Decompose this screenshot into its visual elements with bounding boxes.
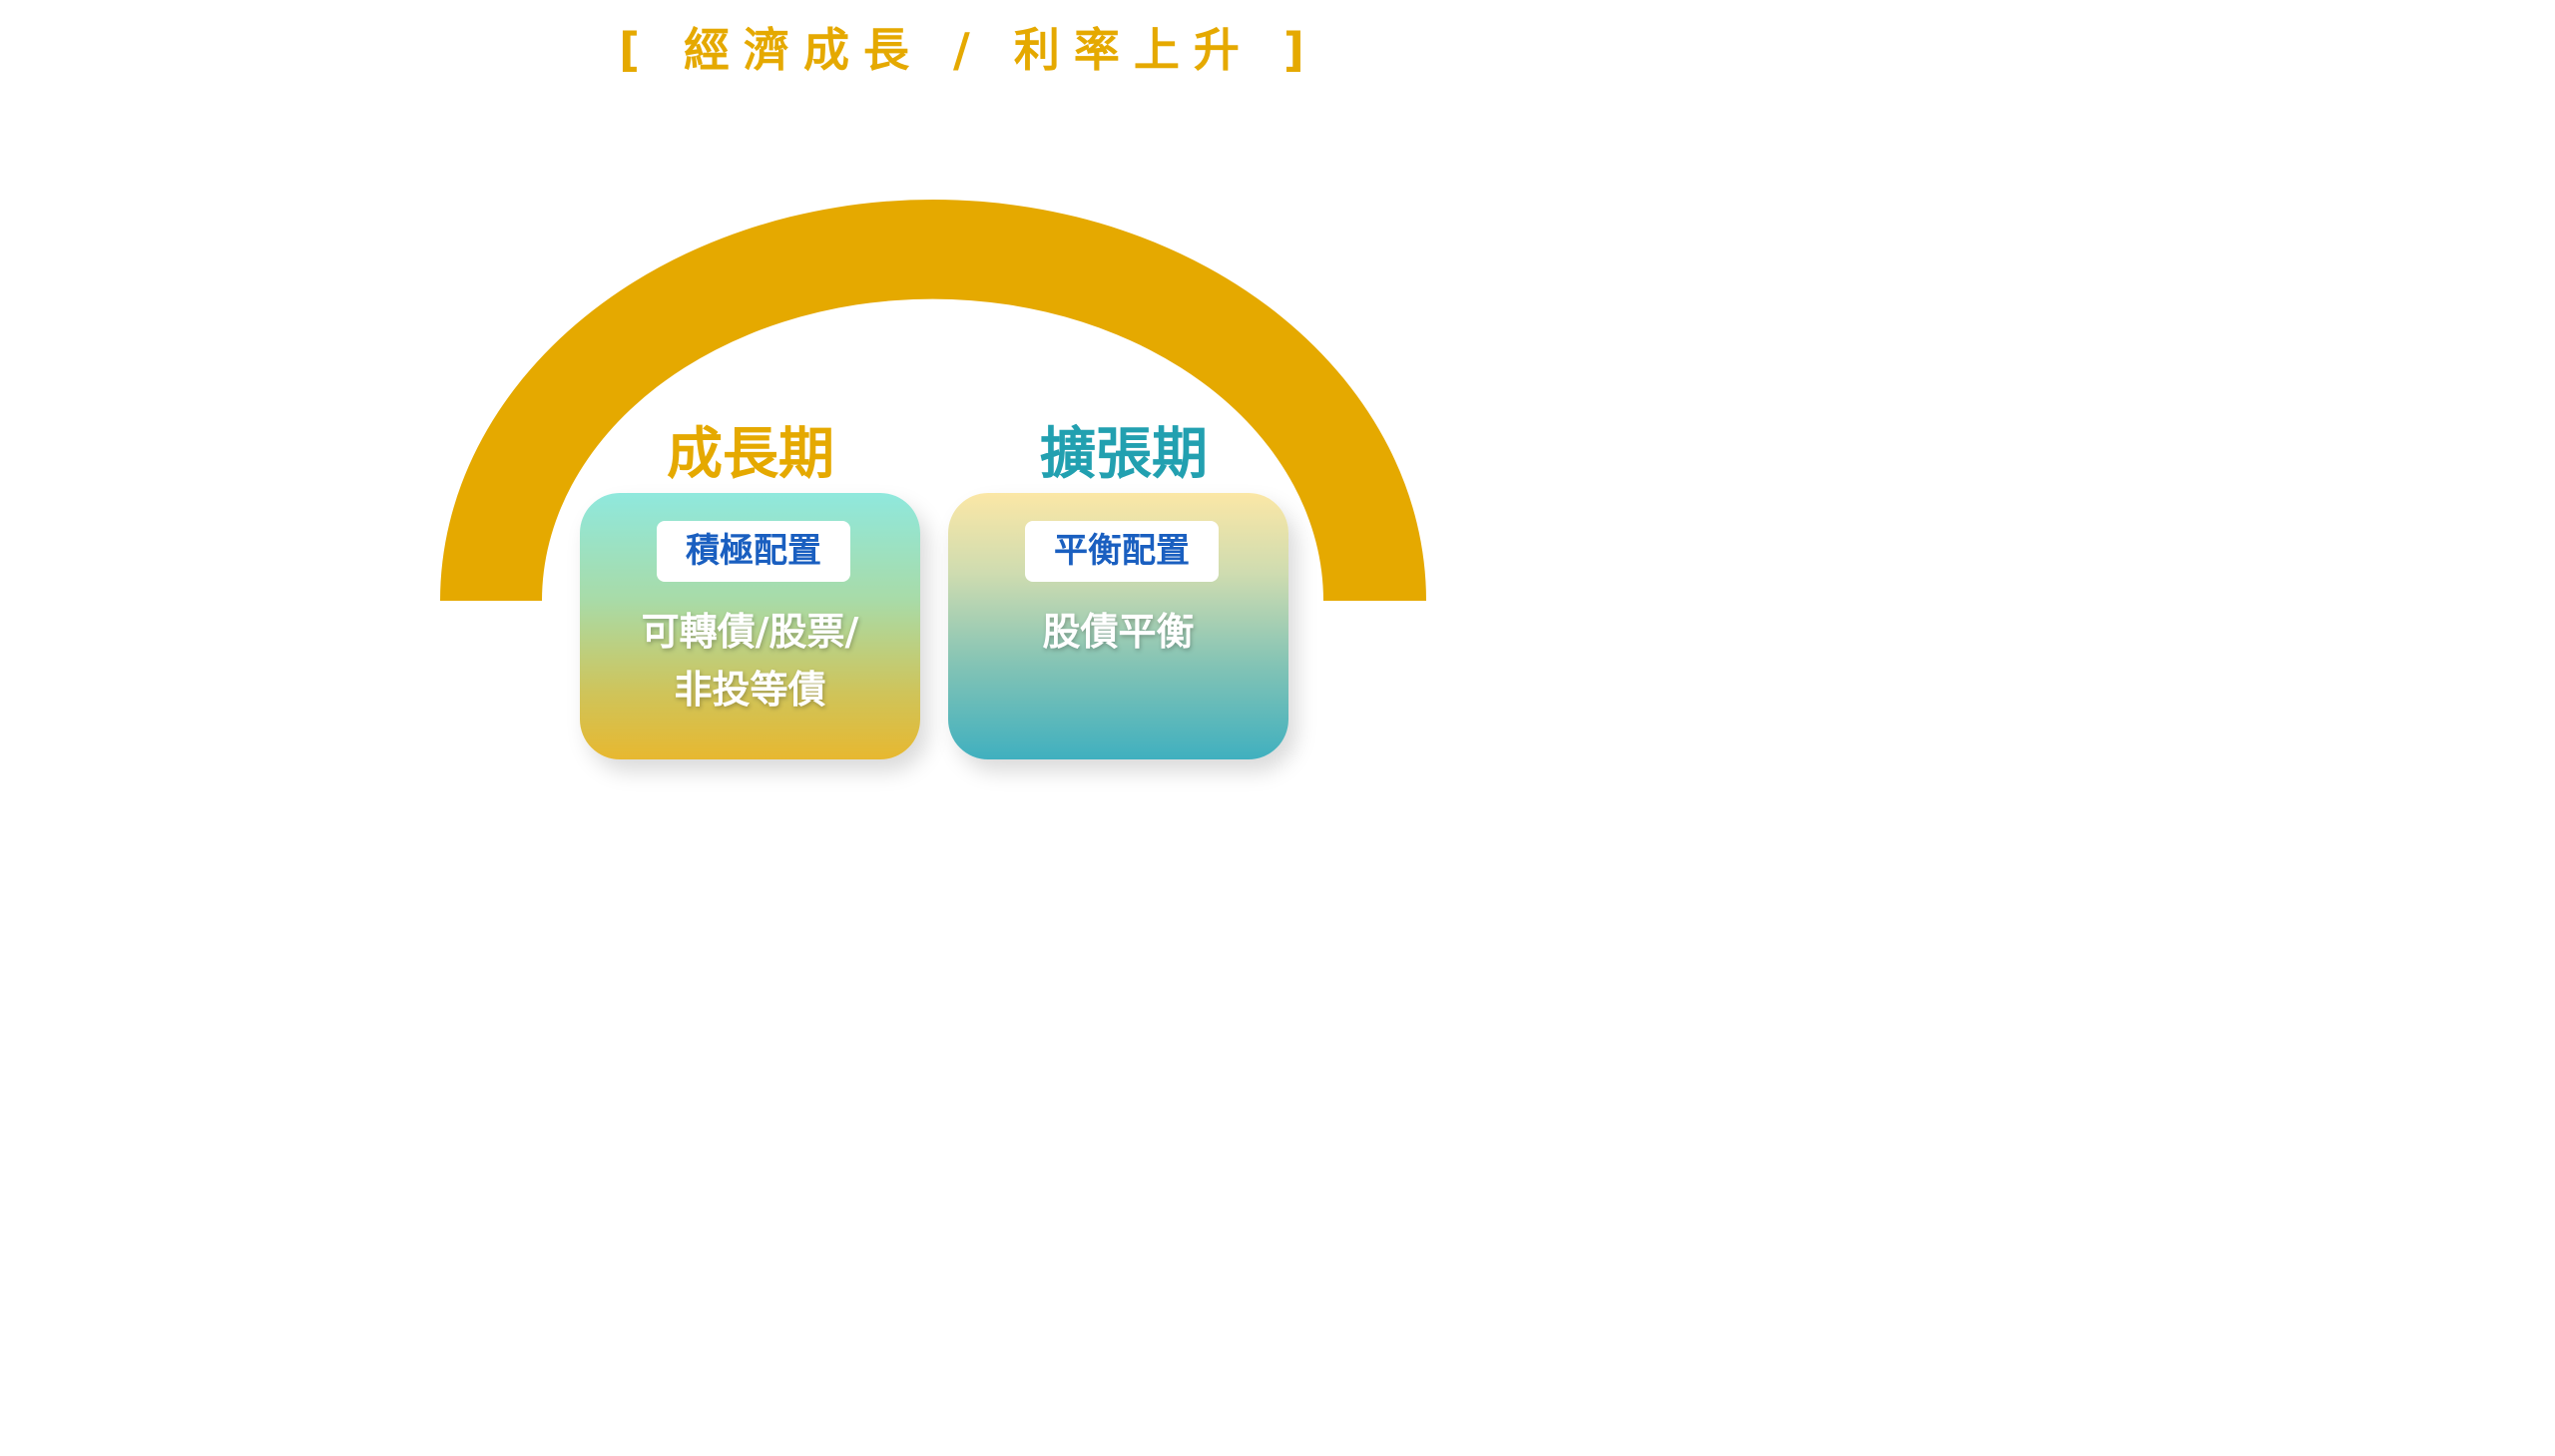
allocation-tag: 平衡配置: [1025, 521, 1219, 582]
growth-card: 積極配置 可轉債/股票/ 非投等債: [580, 493, 920, 759]
expansion-card: 平衡配置 股債平衡: [948, 493, 1288, 759]
card-body: 股債平衡: [948, 603, 1288, 661]
allocation-tag: 積極配置: [657, 521, 850, 582]
card-line: 股債平衡: [1042, 610, 1195, 654]
card-line: 非投等債: [674, 668, 826, 712]
phase-label-growth: 成長期: [667, 422, 834, 487]
card-body: 可轉債/股票/ 非投等債: [580, 603, 920, 719]
phase-label-expansion: 擴張期: [1040, 422, 1208, 487]
card-line: 可轉債/股票/: [641, 610, 859, 654]
